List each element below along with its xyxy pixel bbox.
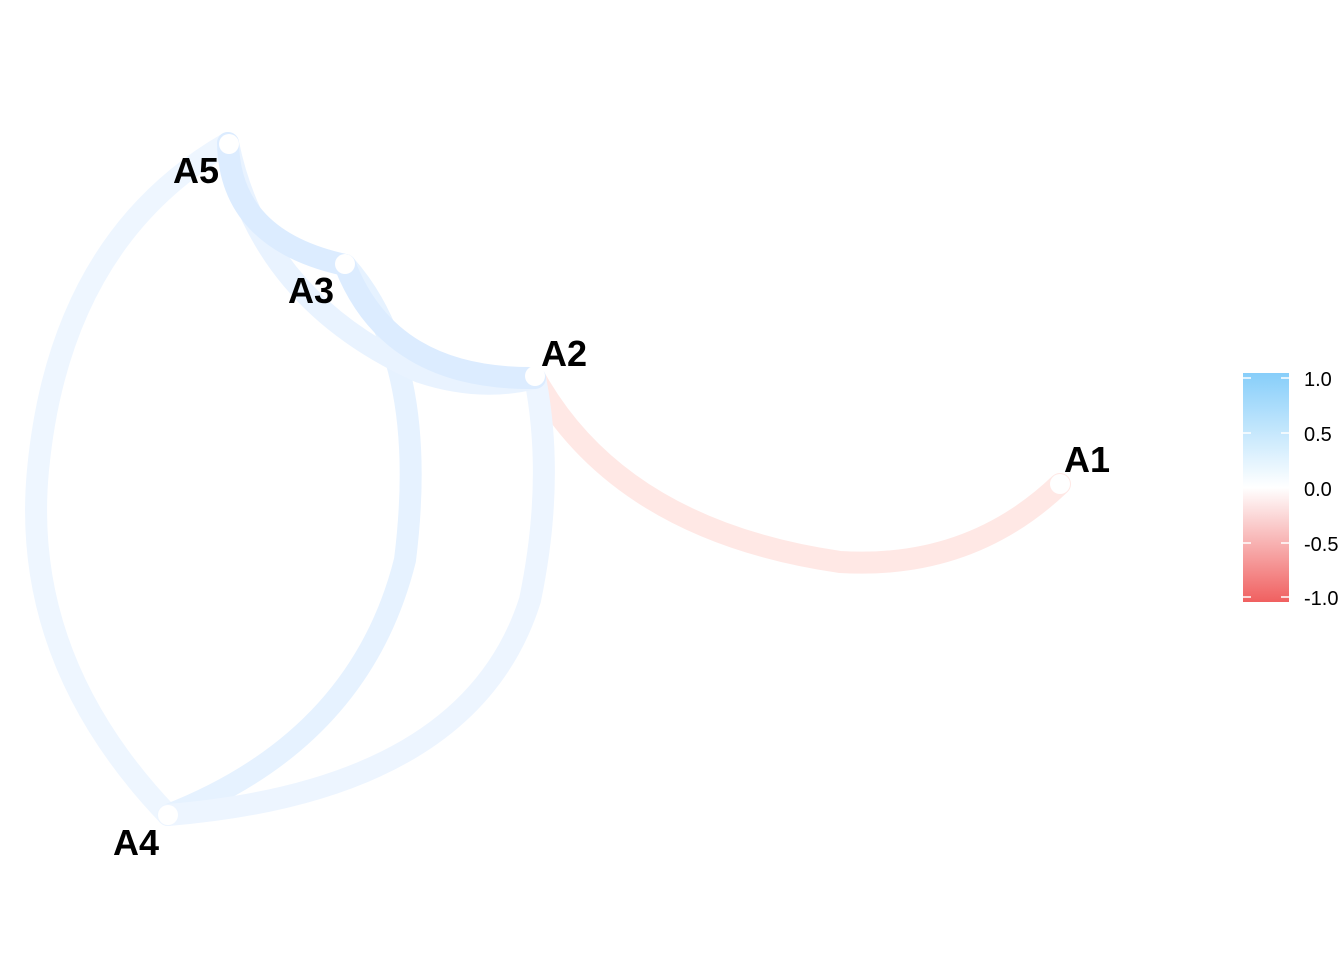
edge-A5-A4	[25, 132, 239, 826]
node-A5[interactable]	[219, 134, 239, 154]
color-legend: 1.0 0.5 0.0 -0.5 -1.0	[1243, 369, 1338, 610]
edges-layer	[25, 132, 1071, 826]
legend-label-m05: -0.5	[1304, 534, 1338, 556]
node-label-A1: A1	[1064, 439, 1110, 480]
node-A4[interactable]	[158, 805, 178, 825]
node-label-A4: A4	[113, 822, 159, 863]
node-A1[interactable]	[1050, 474, 1070, 494]
legend-label-0: 0.0	[1304, 479, 1332, 501]
edge-A3-A2	[334, 254, 546, 390]
node-label-A2: A2	[541, 333, 587, 374]
node-A2[interactable]	[525, 366, 545, 386]
node-A3[interactable]	[335, 254, 355, 274]
legend-ticks	[1243, 377, 1289, 598]
legend-label-1: 1.0	[1304, 369, 1332, 391]
legend-label-05: 0.5	[1304, 424, 1332, 446]
edge-A5-A2	[217, 132, 546, 395]
node-label-A3: A3	[288, 270, 334, 311]
edge-A2-A1	[524, 367, 1071, 574]
labels-layer: A1 A2 A3 A4 A5	[113, 150, 1110, 863]
nodes-layer	[158, 134, 1070, 825]
edge-A5-A3	[217, 132, 356, 276]
edge-A2-A4	[157, 367, 555, 826]
legend-label-m1: -1.0	[1304, 588, 1338, 610]
node-label-A5: A5	[173, 150, 219, 191]
